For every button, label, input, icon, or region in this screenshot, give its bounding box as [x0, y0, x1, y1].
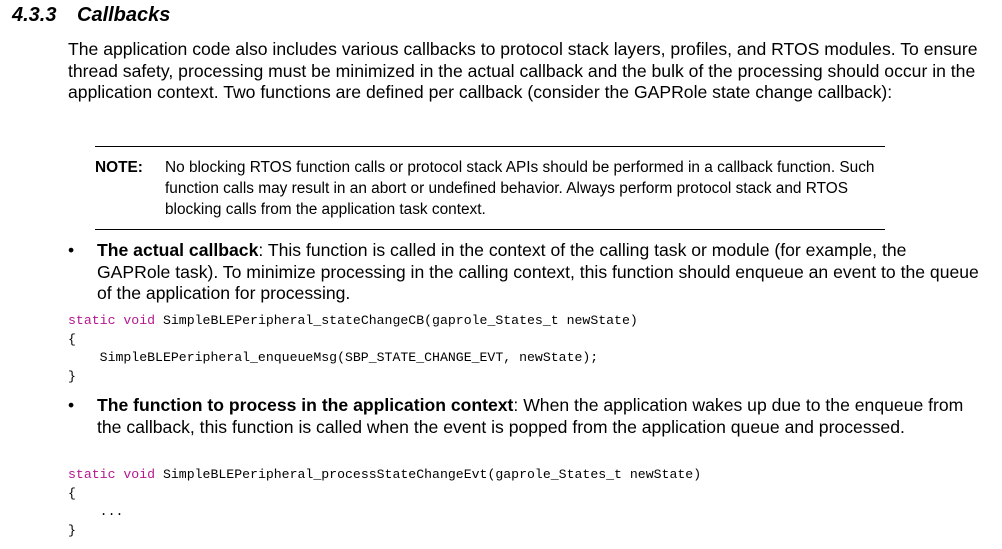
bullet-process-function: • The function to process in the applica… [68, 395, 983, 438]
bullet-marker: • [68, 395, 75, 415]
code-signature: SimpleBLEPeripheral_processStateChangeEv… [155, 467, 702, 482]
code-body: ... [68, 504, 124, 519]
code-close-brace: } [68, 368, 76, 384]
code-block-process-state-change: static void SimpleBLEPeripheral_processS… [68, 466, 701, 540]
note-bottom-rule [95, 229, 885, 230]
note-label: NOTE: [95, 159, 143, 176]
code-close-brace: } [68, 522, 76, 538]
bullet-text: : When the application wakes up due to t… [97, 395, 964, 437]
note-box: NOTE: No blocking RTOS function calls or… [95, 157, 885, 220]
bullet-marker: • [68, 240, 75, 260]
note-top-rule [95, 146, 885, 147]
code-keyword: static void [68, 467, 156, 482]
note-text: No blocking RTOS function calls or proto… [165, 159, 875, 218]
code-keyword: static void [68, 313, 156, 328]
code-body: SimpleBLEPeripheral_enqueueMsg(SBP_STATE… [68, 350, 599, 365]
code-block-state-change-cb: static void SimpleBLEPeripheral_stateCha… [68, 312, 638, 386]
code-open-brace: { [68, 485, 76, 501]
section-title: Callbacks [77, 4, 171, 26]
bullet-lead: The function to process in the applicati… [97, 395, 514, 415]
code-signature: SimpleBLEPeripheral_stateChangeCB(gaprol… [155, 313, 638, 328]
bullet-lead: The actual callback [97, 240, 259, 260]
intro-paragraph: The application code also includes vario… [68, 39, 978, 103]
bullet-actual-callback: • The actual callback: This function is … [68, 240, 983, 305]
bullet-text: : This function is called in the context… [97, 240, 979, 304]
section-heading: 4.3.3 Callbacks [12, 4, 170, 27]
section-number: 4.3.3 [12, 4, 57, 26]
code-open-brace: { [68, 331, 76, 347]
